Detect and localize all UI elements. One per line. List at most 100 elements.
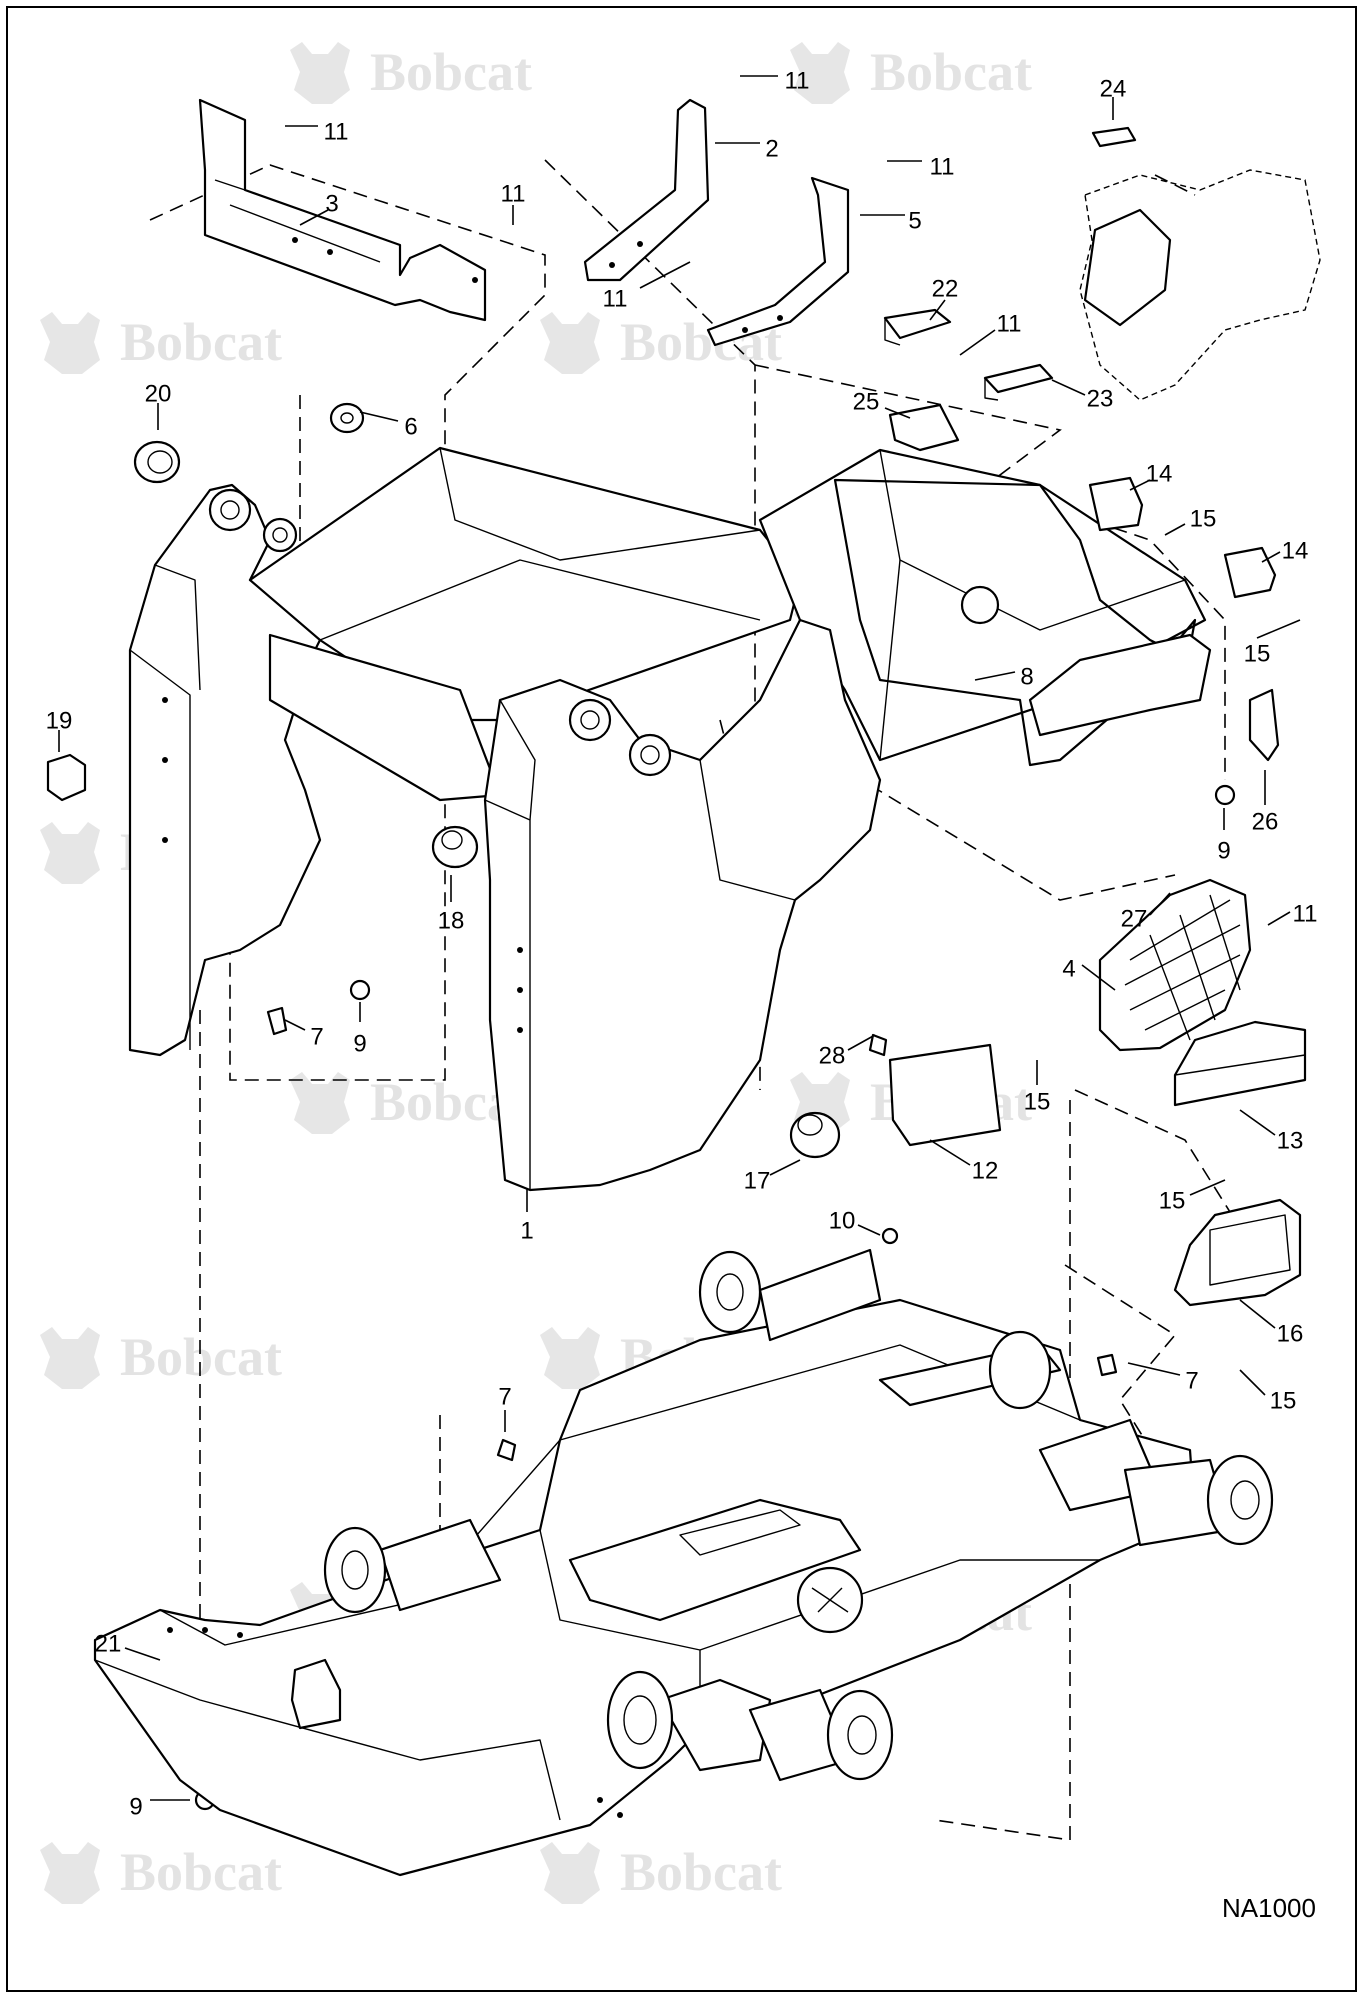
callout-c27: 27 <box>1121 905 1148 932</box>
callout-c16: 16 <box>1277 1320 1304 1347</box>
rear-panel-24 <box>1079 126 1321 401</box>
upper-frame-assembly-1 <box>128 446 1212 1192</box>
callout-c5: 5 <box>908 207 921 234</box>
bobcat-logo-icon <box>540 1842 600 1904</box>
leader-line-c13 <box>1239 1109 1276 1136</box>
bracket-2 <box>583 98 710 282</box>
callout-c3: 3 <box>325 190 338 217</box>
callout-c19: 19 <box>46 707 73 734</box>
watermark-text: Bobcat <box>870 42 1032 102</box>
watermark-1: Bobcat <box>790 42 1032 104</box>
leader-line-c16 <box>1239 1299 1276 1329</box>
brackets-22-23-25 <box>883 308 1054 452</box>
callout-c6: 6 <box>404 413 417 440</box>
callout-c11b: 11 <box>501 180 526 207</box>
callout-c11d: 11 <box>603 285 628 312</box>
callout-c28: 28 <box>819 1042 846 1069</box>
loose-hardware <box>46 402 1307 1811</box>
leader-line-c4 <box>1081 964 1116 991</box>
bobcat-logo-icon <box>40 312 100 374</box>
callout-c21: 21 <box>95 1630 122 1657</box>
leader-line-c11d <box>639 261 691 289</box>
callout-c4: 4 <box>1062 955 1075 982</box>
bobcat-logo-icon <box>540 1327 600 1389</box>
leader-line-c21 <box>124 1647 161 1661</box>
diagram-border <box>6 6 1357 1992</box>
bobcat-logo-icon <box>40 1327 100 1389</box>
leader-line-c14a <box>1129 479 1151 491</box>
drawing-code: NA1000 <box>1222 1893 1316 1923</box>
bracket-3 <box>198 98 487 322</box>
callout-c11g: 11 <box>1293 900 1318 927</box>
watermark-text: Bobcat <box>370 42 532 102</box>
callout-c15e: 15 <box>1270 1387 1297 1414</box>
leader-line-c28 <box>847 1034 876 1051</box>
watermark-text: Bobcat <box>620 1842 782 1902</box>
watermark-15: Bobcat <box>540 1842 782 1904</box>
callout-c24: 24 <box>1100 75 1127 102</box>
lower-chassis-21 <box>93 1248 1274 1877</box>
callout-c7a: 7 <box>310 1023 323 1050</box>
callout-c11a: 11 <box>324 118 349 145</box>
callout-c23: 23 <box>1087 385 1114 412</box>
bracket-5 <box>706 176 850 347</box>
callout-c9a: 9 <box>353 1030 366 1057</box>
callout-c11e: 11 <box>930 153 955 180</box>
leader-line-c14b <box>1261 551 1281 563</box>
callout-c1: 1 <box>520 1217 533 1244</box>
callout-c12: 12 <box>972 1157 999 1184</box>
callout-leaders <box>58 75 1301 1801</box>
bobcat-logo-icon <box>40 822 100 884</box>
leader-line-c22 <box>929 299 946 321</box>
watermark-text: Bobcat <box>120 312 282 372</box>
callout-c18: 18 <box>438 907 465 934</box>
callout-c7b: 7 <box>498 1383 511 1410</box>
leader-line-c6 <box>359 411 399 422</box>
bobcat-logo-icon <box>790 42 850 104</box>
callout-c14b: 14 <box>1282 537 1309 564</box>
watermark-3: Bobcat <box>540 312 782 374</box>
leader-line-c8 <box>974 671 1016 681</box>
bobcat-logo-icon <box>40 1842 100 1904</box>
callout-c22: 22 <box>932 275 959 302</box>
callout-c15b: 15 <box>1244 640 1271 667</box>
leader-line-c27 <box>1149 892 1171 916</box>
callout-c11f: 11 <box>997 310 1022 337</box>
callout-c25: 25 <box>853 388 880 415</box>
callout-c10: 10 <box>829 1207 856 1234</box>
callout-c2: 2 <box>765 135 778 162</box>
leader-line-c15e <box>1239 1369 1266 1396</box>
watermark-text: Bobcat <box>120 1327 282 1387</box>
bobcat-logo-icon <box>290 1072 350 1134</box>
callout-c15c: 15 <box>1024 1088 1051 1115</box>
bobcat-logo-icon <box>540 312 600 374</box>
callout-c13: 13 <box>1277 1127 1304 1154</box>
leader-line-c15a <box>1164 523 1186 536</box>
leader-line-c7a <box>284 1019 306 1031</box>
leader-line-c3 <box>299 209 329 226</box>
callout-c8: 8 <box>1020 663 1033 690</box>
leader-line-c11f <box>959 329 996 356</box>
callout-c15a: 15 <box>1190 505 1217 532</box>
leader-line-c15b <box>1256 619 1301 639</box>
callout-labels: 1234567778999101111111111111112131414151… <box>46 67 1318 1820</box>
callout-c20: 20 <box>145 380 172 407</box>
leader-line-c10 <box>857 1224 881 1236</box>
callout-c9b: 9 <box>1217 837 1230 864</box>
callout-c11c: 11 <box>785 67 810 94</box>
leader-line-c25 <box>884 407 911 419</box>
leader-line-c23 <box>1051 379 1086 396</box>
leader-line-c12 <box>929 1139 971 1166</box>
callout-c7c: 7 <box>1185 1367 1198 1394</box>
callout-c15d: 15 <box>1159 1187 1186 1214</box>
watermark-10: Bobcat <box>40 1327 282 1389</box>
bobcat-logo-icon <box>290 42 350 104</box>
callout-c14a: 14 <box>1146 460 1173 487</box>
callout-c26: 26 <box>1252 808 1279 835</box>
leader-line-c11g <box>1267 911 1291 926</box>
callout-c17: 17 <box>744 1167 771 1194</box>
watermark-text: Bobcat <box>120 1842 282 1902</box>
leader-line-c17 <box>769 1159 801 1176</box>
